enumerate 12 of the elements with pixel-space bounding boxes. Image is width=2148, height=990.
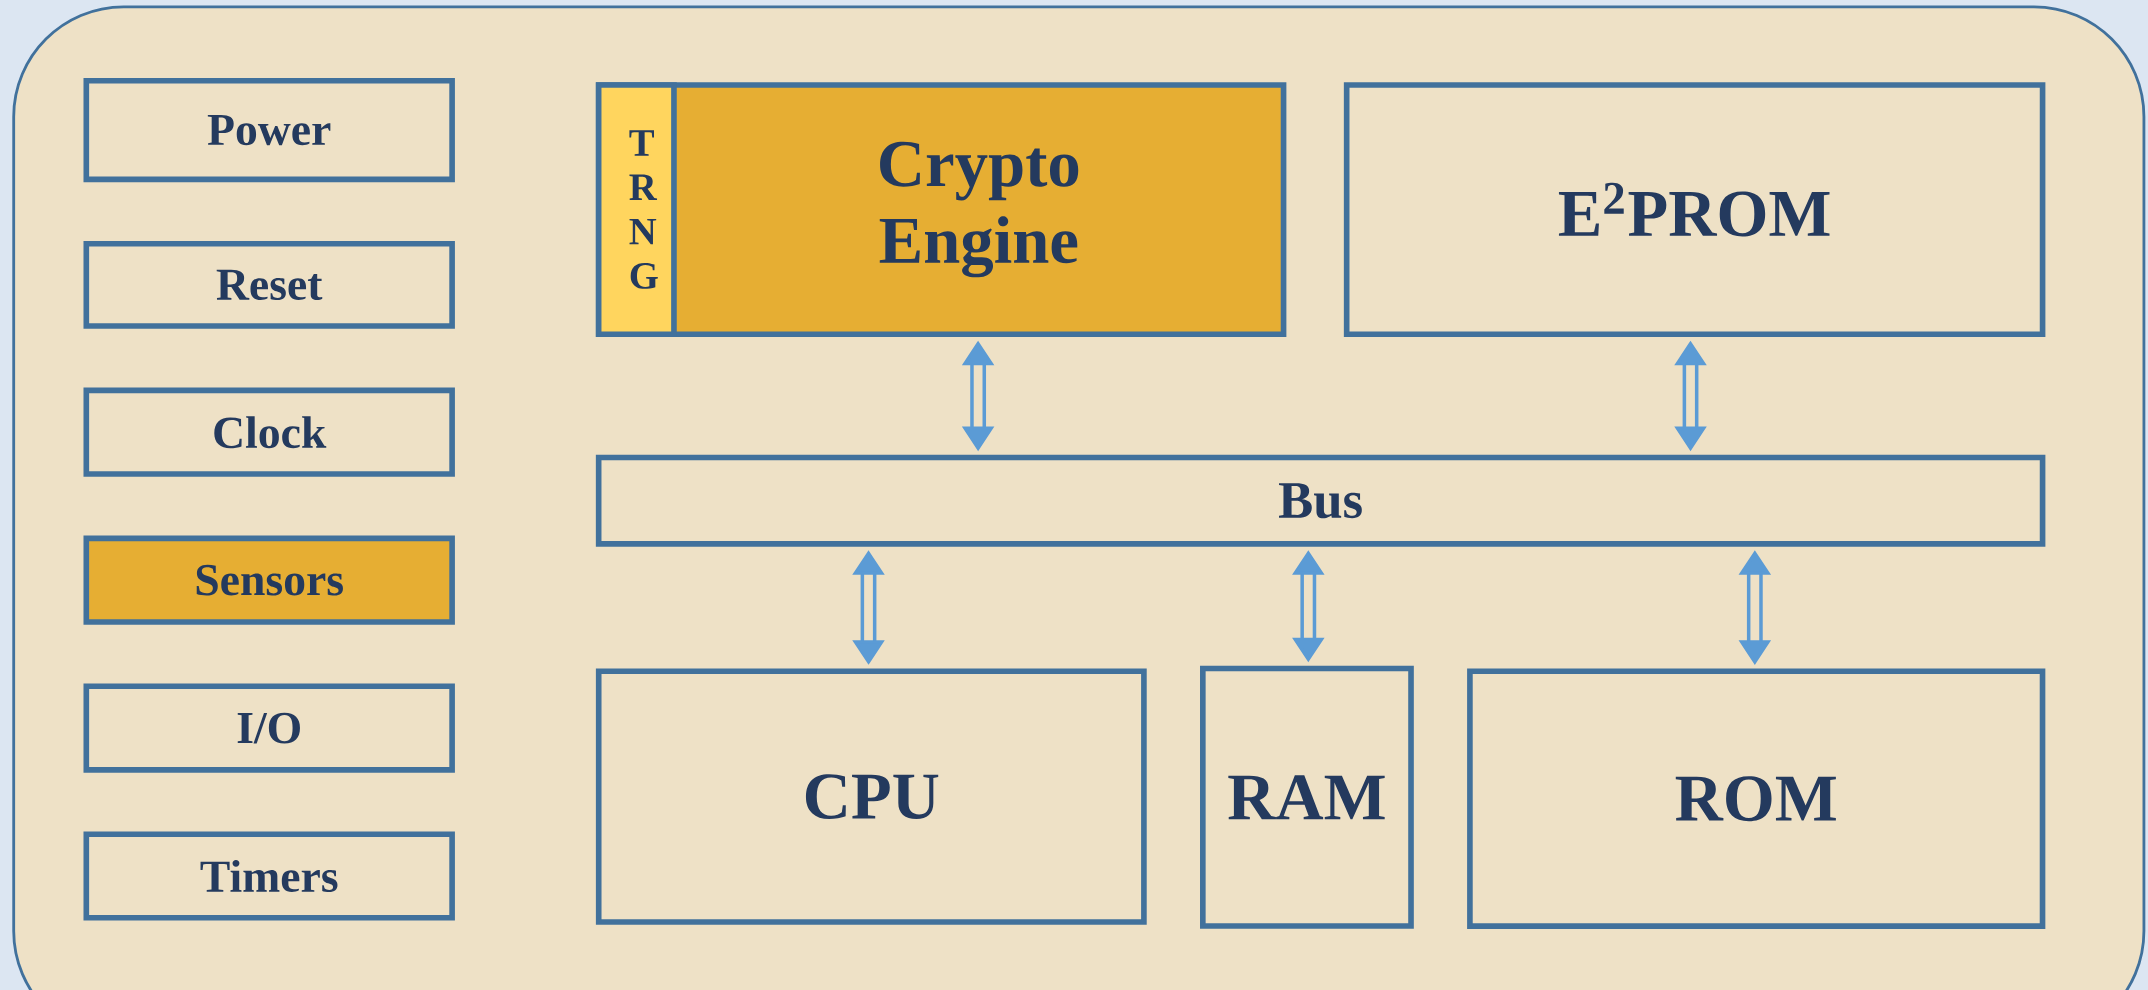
module-box: Reset <box>83 240 455 329</box>
module-box: Clock <box>83 387 455 477</box>
module-box: ROM <box>1467 668 2046 929</box>
module-box: E$^{2}$PROM <box>1343 81 2046 337</box>
module-box: CPU <box>595 668 1147 925</box>
module-box: RAM <box>1200 665 1414 929</box>
module-box: Timers <box>83 831 455 921</box>
module-box: Sensors <box>83 535 455 625</box>
trng-strip: T R N G <box>595 81 677 337</box>
module-box: I/O <box>83 683 455 773</box>
bus-bar: Bus <box>595 454 2046 547</box>
module-box: Power <box>83 77 455 182</box>
